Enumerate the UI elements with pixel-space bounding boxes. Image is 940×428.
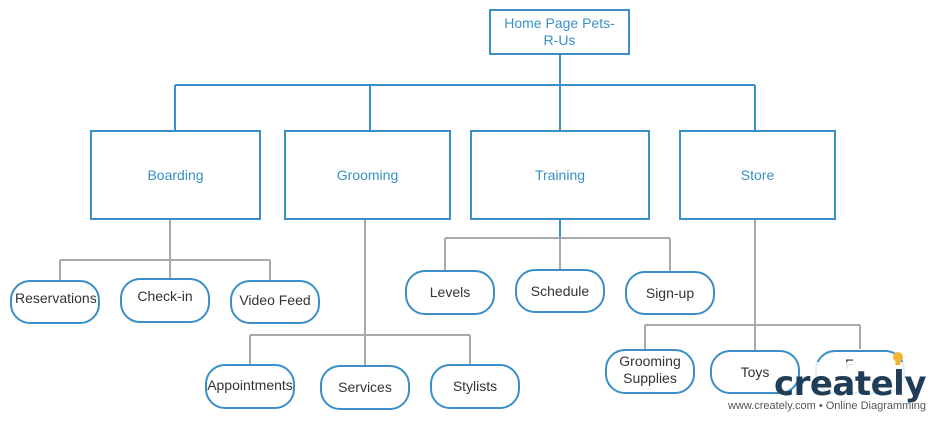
lightbulb-icon [893, 352, 903, 365]
watermark-backdrop [800, 362, 910, 398]
category-label: Training [534, 166, 586, 183]
leaf-appointments[interactable]: Appointments [205, 364, 295, 409]
leaf-label: Appointments [207, 377, 293, 393]
category-store[interactable]: Store [679, 130, 836, 220]
category-grooming[interactable]: Grooming [284, 130, 451, 220]
leaf-label: Video Feed [239, 292, 311, 308]
leaf-label: Sign-up [645, 284, 695, 301]
leaf-label: Schedule [530, 283, 590, 299]
leaf-video-feed[interactable]: Video Feed [230, 280, 320, 324]
root-node[interactable]: Home Page Pets-R-Us [489, 9, 630, 55]
leaf-label: Services [338, 379, 392, 395]
creately-watermark: creately www.creately.com • Online Diagr… [708, 350, 936, 420]
category-training[interactable]: Training [470, 130, 650, 220]
leaf-label: Levels [429, 284, 471, 300]
leaf-label: Grooming Supplies [619, 353, 681, 386]
leaf-label: Check-in [137, 288, 193, 304]
category-boarding[interactable]: Boarding [90, 130, 261, 220]
connector-training-bus [444, 237, 671, 271]
leaf-label: Reservations [15, 290, 97, 306]
leaf-reservations[interactable]: Reservations [10, 280, 100, 324]
leaf-stylists[interactable]: Stylists [430, 364, 520, 409]
leaf-schedule[interactable]: Schedule [515, 269, 605, 313]
connector-store-bus [644, 219, 861, 350]
leaf-levels[interactable]: Levels [405, 270, 495, 315]
category-label: Grooming [336, 166, 399, 183]
watermark-tagline: www.creately.com • Online Diagramming [727, 400, 926, 412]
root-node-label: Home Page Pets-R-Us [504, 15, 615, 48]
leaf-check-in[interactable]: Check-in [120, 278, 210, 323]
leaf-label: Stylists [452, 378, 498, 394]
creately-logo: creately [773, 364, 927, 404]
leaf-services[interactable]: Services [320, 365, 410, 410]
connector-grooming-bus [249, 219, 471, 365]
leaf-label: Toys [740, 363, 770, 380]
leaf-toys[interactable]: Toys [710, 350, 800, 394]
category-label: Boarding [147, 166, 204, 183]
leaf-sign-up[interactable]: Sign-up [625, 271, 715, 315]
category-label: Store [740, 166, 775, 183]
leaf-grooming-supplies[interactable]: Grooming Supplies [605, 349, 695, 394]
connector-boarding-bus [59, 219, 271, 282]
